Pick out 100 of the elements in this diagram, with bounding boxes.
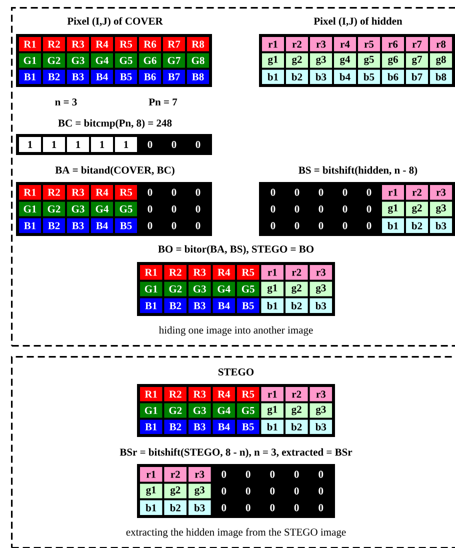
pixel-cell: R2 xyxy=(43,37,65,52)
pixel-cell: B2 xyxy=(43,70,65,84)
pixel-cell: R8 xyxy=(187,37,209,52)
bit-value: 0 xyxy=(294,487,299,495)
pixel-cell: b3 xyxy=(310,420,332,434)
pixel-cell: B1 xyxy=(140,298,162,313)
pixel-cell: g2 xyxy=(286,282,308,296)
pixel-cell: R6 xyxy=(139,37,161,52)
pixel-cell: R5 xyxy=(237,265,260,280)
pixel-cell: G3 xyxy=(188,282,211,296)
pixel-cell: B2 xyxy=(43,218,65,233)
pixel-cell: g2 xyxy=(286,53,308,68)
bit-value: 0 xyxy=(294,504,299,512)
bit-value: 0 xyxy=(196,222,200,230)
pixel-cell: g2 xyxy=(164,484,186,498)
pixel-cell: r3 xyxy=(310,387,332,402)
bit-value: 0 xyxy=(222,504,226,512)
bit-value: 0 xyxy=(318,205,324,213)
bit-value: 0 xyxy=(342,222,348,230)
pixel-cell: R4 xyxy=(212,265,235,280)
pixel-cell: g3 xyxy=(430,202,452,216)
pixel-cell: B3 xyxy=(188,420,211,434)
pixel-cell: g1 xyxy=(261,403,284,418)
heading: Pixel (I,J) of hidden xyxy=(314,17,402,27)
pixel-cell: B7 xyxy=(163,70,185,84)
bit-value: 0 xyxy=(318,188,324,196)
pixel-cell: r1 xyxy=(261,387,284,402)
pixel-cell: G4 xyxy=(212,282,235,296)
pixel-cell: B5 xyxy=(237,420,260,434)
bit-value: 0 xyxy=(172,205,176,213)
pixel-cell: r4 xyxy=(334,37,356,52)
bit-value: 0 xyxy=(318,504,324,512)
heading: STEGO xyxy=(218,368,254,376)
bit-value: 0 xyxy=(172,140,176,148)
pixel-cell: g4 xyxy=(334,53,356,68)
pixel-cell: R4 xyxy=(212,387,235,402)
pixel-cell: b8 xyxy=(430,70,452,84)
pixel-cell: G1 xyxy=(19,202,41,216)
pixel-cell: b1 xyxy=(140,500,162,515)
pixel-cell: G3 xyxy=(188,403,211,418)
pixel-cell: r2 xyxy=(286,37,308,52)
pixel-cell: G5 xyxy=(237,403,260,418)
bit-value: 0 xyxy=(366,188,372,196)
pixel-cell: b4 xyxy=(334,70,356,84)
bit-value: 0 xyxy=(148,222,152,230)
bit-value: 0 xyxy=(270,205,276,213)
pixel-cell: G1 xyxy=(140,403,162,418)
bit-value: 0 xyxy=(172,188,176,196)
pixel-cell: g2 xyxy=(286,403,308,418)
pixel-cell: b1 xyxy=(261,420,284,434)
pixel-cell: b6 xyxy=(382,70,404,84)
pixel-cell: r1 xyxy=(140,467,162,482)
pixel-cell: G8 xyxy=(187,53,209,68)
pixel-cell: r3 xyxy=(310,265,332,280)
pixel-cell: r7 xyxy=(406,37,428,52)
pixel-cell: g8 xyxy=(430,53,452,68)
bit-value: 0 xyxy=(270,222,276,230)
pixel-cell: r1 xyxy=(261,265,284,280)
pixel-cell: b2 xyxy=(406,218,428,233)
pixel-cell: b2 xyxy=(286,298,308,313)
pixel-cell: r6 xyxy=(382,37,404,52)
pixel-cell: b2 xyxy=(164,500,186,515)
pixel-cell: G2 xyxy=(43,202,65,216)
pixel-cell: r2 xyxy=(286,265,308,280)
pixel-cell: g2 xyxy=(406,202,428,216)
bit-value: 0 xyxy=(270,470,275,478)
formula-heading: BA = bitand(COVER, BC) xyxy=(55,166,174,176)
formula-heading: BC = bitcmp(Pn, 8) = 248 xyxy=(58,119,172,129)
bit-value: 0 xyxy=(246,487,250,495)
pixel-cell: 1 xyxy=(91,137,113,152)
bit-value: 0 xyxy=(246,470,250,478)
variable-label: Pn = 7 xyxy=(148,98,178,106)
pixel-cell: g1 xyxy=(262,53,284,68)
pixel-cell: G4 xyxy=(91,202,113,216)
pixel-cell: B5 xyxy=(115,218,137,233)
pixel-cell: B4 xyxy=(91,70,113,84)
pixel-cell: 1 xyxy=(67,137,89,152)
bit-value: 0 xyxy=(148,188,152,196)
pixel-cell: G2 xyxy=(164,282,186,296)
pixel-cell: R7 xyxy=(163,37,185,52)
pixel-cell: b2 xyxy=(286,70,308,84)
bit-value: 0 xyxy=(318,470,324,478)
pixel-cell: R2 xyxy=(43,185,65,200)
pixel-cell: B5 xyxy=(115,70,137,84)
pixel-cell: g6 xyxy=(382,53,404,68)
pixel-cell: r5 xyxy=(358,37,380,52)
pixel-cell: R2 xyxy=(164,387,186,402)
pixel-cell: G1 xyxy=(140,282,162,296)
pixel-cell: R1 xyxy=(140,387,162,402)
pixel-cell: R4 xyxy=(91,185,113,200)
pixel-cell: b5 xyxy=(358,70,380,84)
pixel-cell: g1 xyxy=(382,202,404,216)
pixel-cell: b3 xyxy=(310,70,332,84)
pixel-cell: B4 xyxy=(212,420,235,434)
bit-value: 0 xyxy=(294,205,300,213)
pixel-cell: B6 xyxy=(139,70,161,84)
pixel-cell: R1 xyxy=(19,185,41,200)
pixel-cell: 1 xyxy=(19,137,41,152)
pixel-cell: b2 xyxy=(286,420,308,434)
pixel-cell: r3 xyxy=(430,185,452,200)
